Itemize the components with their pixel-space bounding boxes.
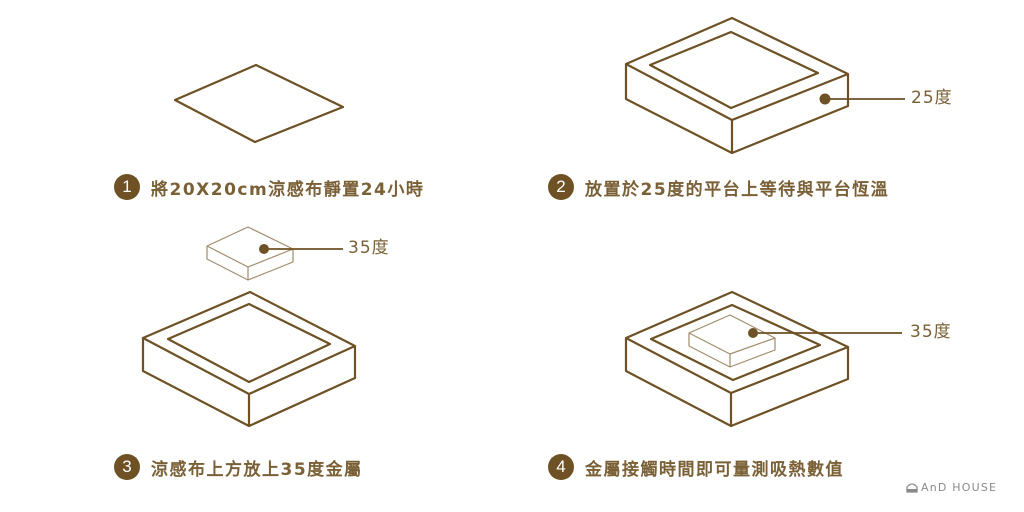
metal-block-icon	[688, 314, 776, 368]
step-number-badge: 4	[548, 454, 574, 480]
brand-name: AnD HOUSE	[921, 481, 998, 494]
fabric-sheet-icon	[173, 63, 345, 144]
platform-icon	[141, 290, 357, 428]
step-number-badge: 1	[114, 174, 140, 200]
step-description: 放置於25度的平台上等待與平台恆溫	[585, 179, 890, 200]
platform-temp-label: 25度	[911, 88, 953, 108]
step-number-badge: 2	[548, 174, 574, 200]
step-caption-2: 2 放置於25度的平台上等待與平台恆溫	[548, 173, 889, 201]
step-number-badge: 3	[114, 454, 140, 480]
measure-dot	[259, 244, 269, 254]
metal-temp-label: 35度	[910, 322, 952, 342]
step-description: 將20X20cm涼感布靜置24小時	[151, 179, 425, 200]
step-caption-4: 4 金屬接觸時間即可量測吸熱數值	[548, 453, 844, 481]
step-caption-3: 3 涼感布上方放上35度金屬	[114, 453, 363, 481]
metal-block-icon	[206, 226, 294, 281]
step-caption-1: 1 將20X20cm涼感布靜置24小時	[114, 173, 424, 201]
metal-temp-label: 35度	[348, 238, 390, 258]
step-description: 涼感布上方放上35度金屬	[151, 459, 363, 480]
step-description: 金屬接觸時間即可量測吸熱數值	[585, 459, 844, 480]
platform-icon	[624, 290, 850, 428]
measure-dot	[819, 93, 831, 105]
house-icon	[906, 483, 918, 493]
brand-logo: AnD HOUSE	[906, 481, 997, 494]
measure-dot	[748, 328, 758, 338]
platform-icon	[624, 16, 850, 155]
